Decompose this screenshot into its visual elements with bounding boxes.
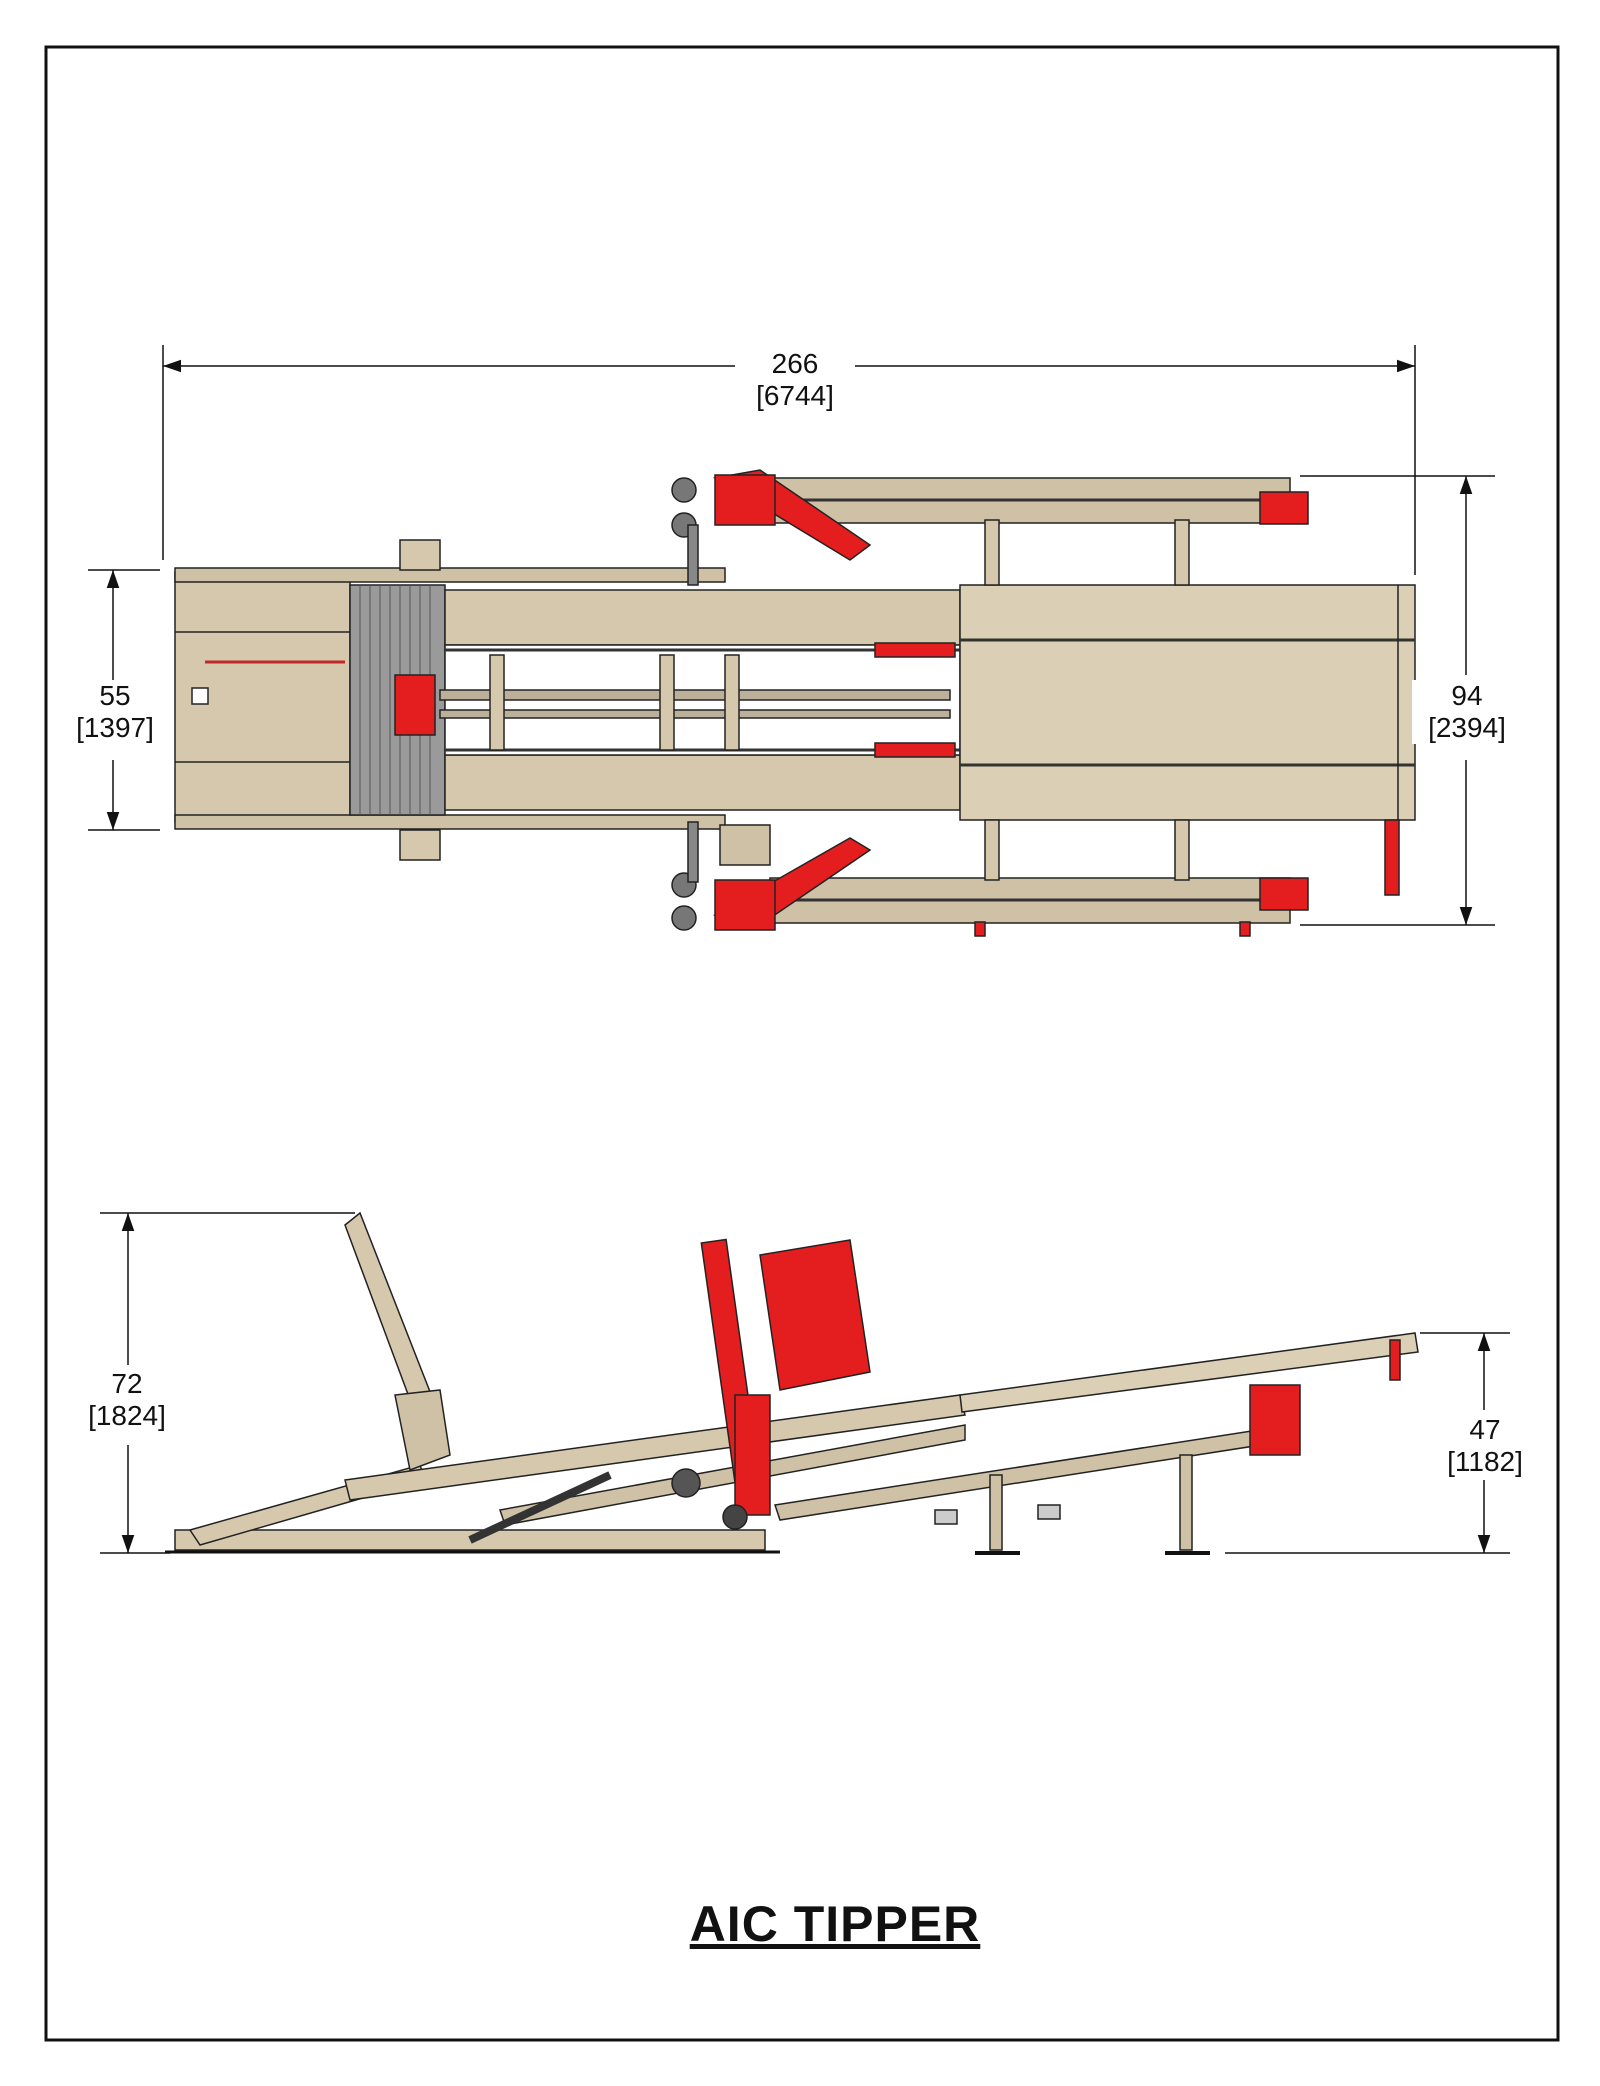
sheet-border xyxy=(44,45,1560,2042)
dim-inner-width-label: 55 [1397] xyxy=(60,680,170,744)
dim-outer-width-line xyxy=(1300,475,1495,926)
infeed-deck xyxy=(959,1332,1419,1413)
dim-overall-height-line xyxy=(100,1212,355,1554)
drawing-title: AIC TIPPER xyxy=(689,1896,981,1952)
main-rail-lower xyxy=(444,754,961,811)
side-view xyxy=(100,1211,1510,1555)
tipper-red-head xyxy=(759,1239,871,1391)
dim-outfeed-height-line xyxy=(1225,1332,1510,1554)
top-view xyxy=(88,345,1495,937)
dim-outer-width-label: 94 [2394] xyxy=(1412,680,1522,744)
dim-inner-width-line xyxy=(88,569,160,831)
dim-overall-height-label: 72 [1824] xyxy=(72,1368,182,1432)
dim-overall-length-line xyxy=(162,345,1416,575)
front-platform xyxy=(959,584,1416,821)
main-rail-upper xyxy=(444,589,961,646)
dim-outfeed-height-label: 47 [1182] xyxy=(1430,1414,1540,1478)
dim-overall-length-label: 266 [6744] xyxy=(735,348,855,412)
